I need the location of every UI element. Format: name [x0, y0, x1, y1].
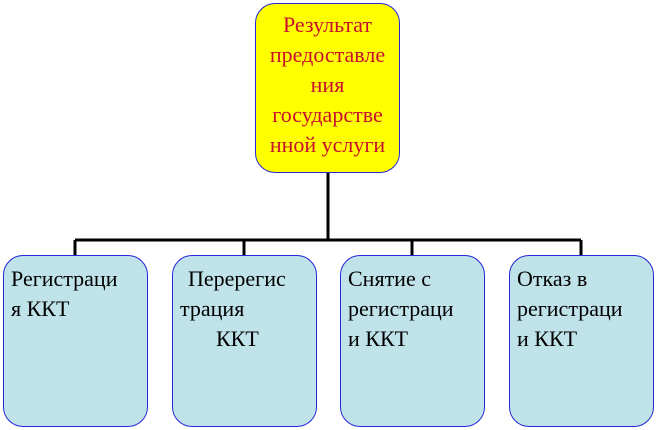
root-node-line: Результат	[282, 12, 373, 37]
child-node-line: Перерегис	[188, 266, 286, 291]
child-node-line: Регистраци	[11, 266, 118, 291]
root-node-line: государстве	[272, 102, 383, 127]
child-node-line: я ККТ	[11, 296, 70, 321]
root-node-service-result: Результат предоставле ния государстве нн…	[255, 3, 400, 173]
child-node-line: Отказ в	[517, 266, 588, 291]
child-node-line: регистраци	[348, 296, 454, 321]
child-node-line: и ККТ	[348, 326, 409, 351]
child-node-line: Снятие с	[348, 266, 431, 291]
root-node-line: ния	[310, 72, 345, 97]
child-node-line: трация	[180, 296, 245, 321]
child-node-re-registration: Перерегис трация ККТ	[172, 255, 317, 427]
root-node-line: нной услуги	[269, 132, 386, 157]
child-node-line: регистраци	[517, 296, 623, 321]
child-node-registration: Регистраци я ККТ	[3, 255, 148, 427]
child-node-registration-refusal: Отказ в регистраци и ККТ	[509, 255, 654, 427]
child-node-line: ККТ	[216, 326, 259, 351]
child-node-deregistration: Снятие с регистраци и ККТ	[340, 255, 485, 427]
root-node-line: предоставле	[269, 42, 386, 67]
child-node-line: и ККТ	[517, 326, 578, 351]
